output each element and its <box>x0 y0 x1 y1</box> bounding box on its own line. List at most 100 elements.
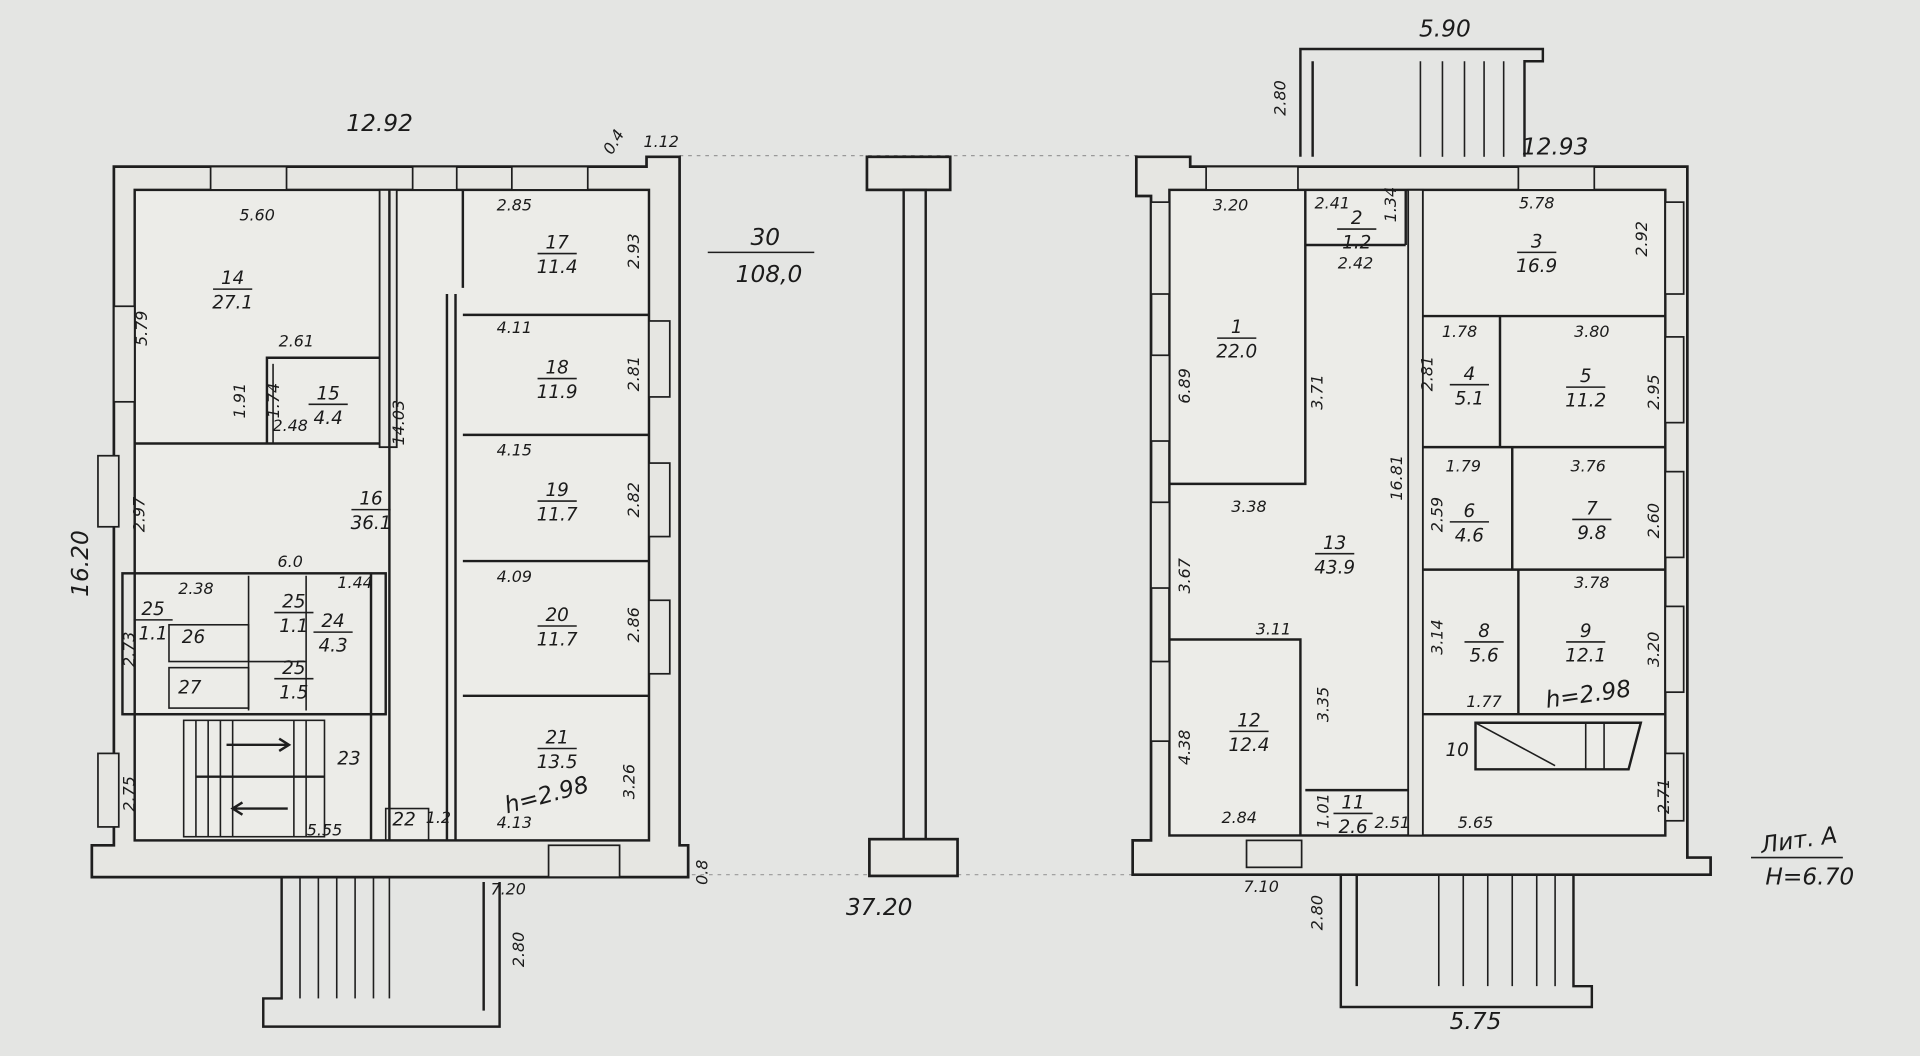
left-room-area: 1.1 <box>279 616 308 637</box>
legend-height: H=6.70 <box>1765 863 1854 890</box>
left-dimension: 2.48 <box>272 416 307 435</box>
right-room-number: 13 <box>1323 533 1346 554</box>
right-dimension: 2.80 <box>1307 895 1326 930</box>
window <box>1245 839 1303 869</box>
left-room-number: 25 <box>282 658 305 679</box>
right-dimension: 1.79 <box>1446 457 1481 476</box>
left-dimension: 5.79 <box>132 311 151 346</box>
right-dimension: 2.81 <box>1418 356 1437 391</box>
right-room-number: 1 <box>1231 317 1243 338</box>
left-dimension: 2.75 <box>120 776 139 811</box>
stairs-right <box>1474 721 1643 771</box>
window <box>648 599 671 675</box>
window <box>648 462 671 538</box>
right-dimension: 3.20 <box>1213 196 1248 215</box>
left-room-area: 1.5 <box>279 682 308 703</box>
right-top-porch-width: 5.90 <box>1419 16 1471 43</box>
right-room-area: 5.6 <box>1469 646 1498 667</box>
right-room-number: 12 <box>1237 710 1260 731</box>
left-dimension: 1.91 <box>230 383 249 418</box>
right-overall-width: 12.93 <box>1522 133 1589 160</box>
left-room-area: 11.7 <box>537 505 578 526</box>
left-room-number: 17 <box>545 233 569 254</box>
left-dimension: 2.73 <box>120 632 139 667</box>
porch-left <box>262 877 501 1028</box>
left-room-number: 25 <box>141 599 164 620</box>
right-dimension: 2.71 <box>1654 779 1673 814</box>
labels-layer: 1427.1154.41636.11711.41811.91911.72011.… <box>67 16 1854 1035</box>
left-room-area: 1.1 <box>138 623 167 644</box>
right-dimension: 2.59 <box>1427 497 1446 532</box>
right-room-number: 9 <box>1580 621 1592 642</box>
window <box>1664 201 1685 295</box>
porch-right-top <box>1299 47 1545 157</box>
right-room-area: 4.6 <box>1455 525 1484 546</box>
window <box>1664 336 1685 424</box>
left-dimension: 5.55 <box>307 820 342 839</box>
left-overall-depth: 16.20 <box>67 530 94 597</box>
right-dimension: 3.71 <box>1307 374 1326 409</box>
right-dimension: 3.76 <box>1570 457 1605 476</box>
window <box>1150 201 1171 295</box>
right-room-number: 8 <box>1478 621 1490 642</box>
window <box>209 165 288 191</box>
window <box>1664 470 1685 559</box>
right-room-area: 2.6 <box>1338 817 1367 838</box>
left-overall-width: 12.92 <box>346 110 413 137</box>
left-room-number: 19 <box>545 480 568 501</box>
right-dimension: 2.42 <box>1338 253 1373 272</box>
right-dimension: 3.35 <box>1314 687 1333 722</box>
left-room-area: 36.1 <box>351 513 392 534</box>
right-room-area: 43.9 <box>1314 557 1355 578</box>
left-room-number: 21 <box>545 728 568 749</box>
left-dimension: 3.26 <box>619 764 638 799</box>
right-dimension: 3.20 <box>1644 632 1663 667</box>
right-room-area: 1.2 <box>1342 233 1371 254</box>
left-room-area: 4.4 <box>314 408 343 429</box>
right-dimension: 2.41 <box>1315 193 1350 212</box>
window <box>1150 660 1171 743</box>
right-dimension: 1.77 <box>1466 692 1501 711</box>
left-dimension: 2.81 <box>624 356 643 391</box>
left-dimension: 1.2 <box>426 808 451 827</box>
window <box>1205 165 1299 191</box>
left-building <box>90 155 690 1028</box>
right-bottom-porch-width: 5.75 <box>1450 1008 1502 1035</box>
left-dimension: 2.86 <box>624 607 643 642</box>
left-dimension: 4.15 <box>497 441 532 460</box>
window <box>97 454 120 528</box>
left-room-number: 18 <box>545 358 568 379</box>
right-dimension: 5.65 <box>1458 813 1493 832</box>
right-dimension: 2.92 <box>1632 221 1651 256</box>
right-dimension: 7.10 <box>1244 877 1279 896</box>
right-dimension: 3.80 <box>1574 322 1609 341</box>
right-dimension: 1.01 <box>1314 793 1333 828</box>
right-room-number: 3 <box>1531 231 1543 252</box>
right-dimension: 2.60 <box>1644 503 1663 538</box>
right-building <box>1131 47 1843 1009</box>
right-dimension: 2.51 <box>1375 813 1410 832</box>
window <box>510 165 589 191</box>
total-length: 37.20 <box>846 894 913 921</box>
right-dimension: 2.84 <box>1221 808 1256 827</box>
right-dimension: 3.11 <box>1256 620 1291 639</box>
left-dimension: 2.80 <box>509 932 528 967</box>
right-dimension: 16.81 <box>1387 455 1406 501</box>
right-room-number: 7 <box>1586 499 1598 520</box>
window <box>1150 354 1171 442</box>
window <box>411 165 458 191</box>
left-room-area: 4.3 <box>318 636 347 657</box>
window <box>1664 752 1685 822</box>
right-dimension: 3.78 <box>1574 573 1609 592</box>
left-dimension: 0.8 <box>693 860 712 885</box>
porch-right-bottom <box>1339 874 1594 1009</box>
left-dimension: 4.11 <box>497 318 532 337</box>
left-room-number: 15 <box>316 383 339 404</box>
window <box>97 752 120 828</box>
right-room-number: 6 <box>1464 501 1476 522</box>
left-room-number: 16 <box>359 489 382 510</box>
right-dimension: 3.38 <box>1231 497 1266 516</box>
left-room-area: 11.9 <box>537 382 578 403</box>
right-dimension: 1.78 <box>1442 322 1477 341</box>
left-dimension: 5.60 <box>239 206 274 225</box>
